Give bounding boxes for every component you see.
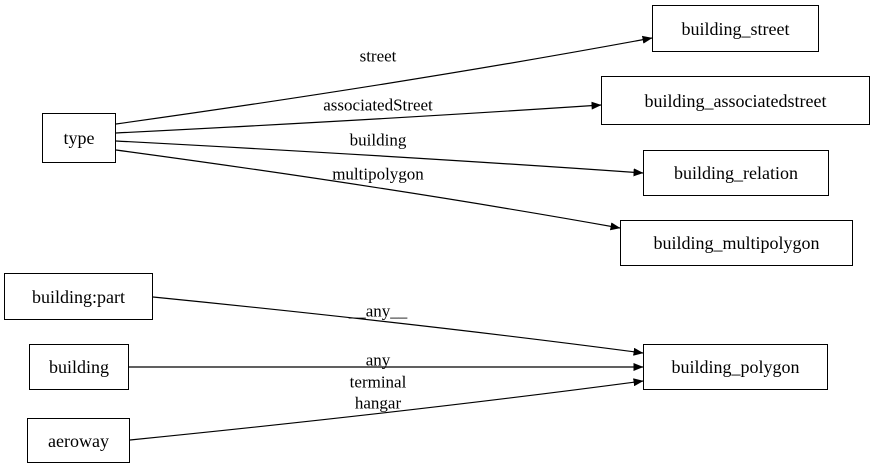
edge-label-associatedstreet-1: associatedStreet [323,95,433,115]
edge-type-to-building-street [115,35,653,125]
node-building-associatedstreet[interactable]: building_associatedstreet [601,76,870,125]
edge-label-building-2: building [349,130,407,150]
edge-label-street-0: street [359,46,397,66]
node-aeroway[interactable]: aeroway [27,418,130,463]
node-building-relation[interactable]: building_relation [643,150,829,196]
node-building[interactable]: building [29,344,129,390]
edge-label-multipolygon-3: multipolygon [332,164,424,184]
edge-type-to-building-associatedstreet [115,101,602,134]
edge-aeroway-to-building-polygon [129,378,644,441]
edge-label-any-4: __any__ [348,301,408,321]
edge-building-part-to-building-polygon [152,296,644,356]
node-building-street[interactable]: building_street [652,5,819,52]
edge-type-to-building-relation [115,140,644,177]
node-building-polygon[interactable]: building_polygon [643,344,828,390]
node-type[interactable]: type [42,113,116,163]
edge-label-terminal-6: terminal [349,372,407,392]
node-building-multipolygon[interactable]: building_multipolygon [620,220,853,266]
node-building-part[interactable]: building:part [4,273,153,320]
edge-paths [115,35,653,441]
edge-label-any-5: __any__ [348,350,408,370]
edge-type-to-building-multipolygon [115,149,621,231]
edge-label-hangar: hangar [354,393,402,413]
